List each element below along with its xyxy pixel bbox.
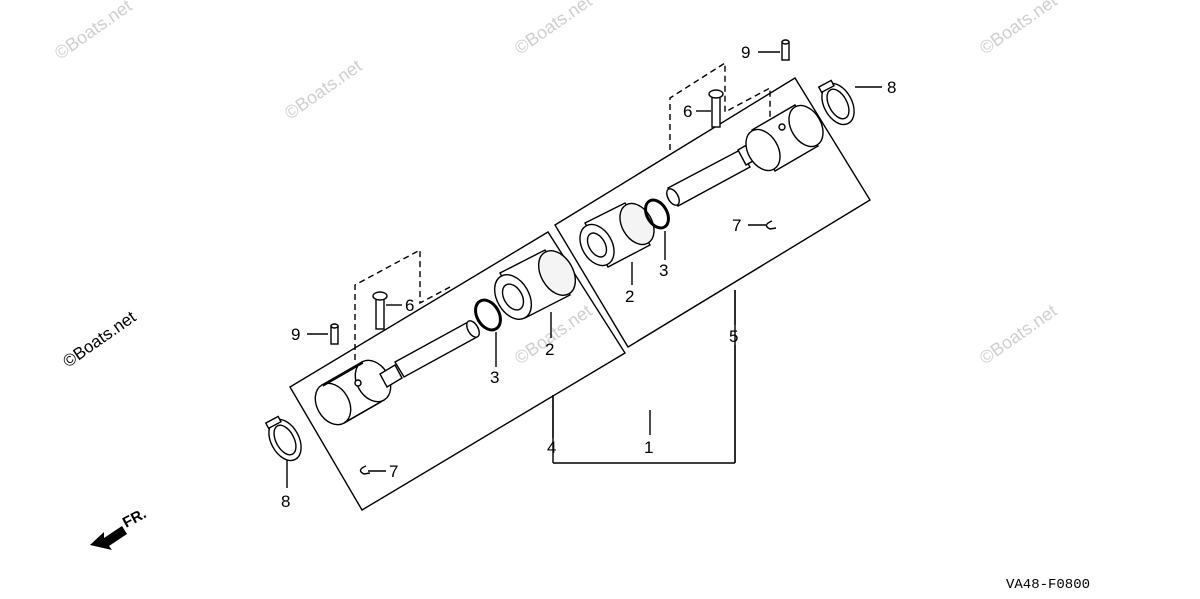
pin-6-right [708, 89, 724, 128]
ring-3-right [644, 198, 670, 230]
assembly-box-4 [289, 231, 626, 511]
watermarks: ©Boats.net ©Boats.net ©Boats.net ©Boats.… [51, 0, 1061, 371]
clip-7-right [765, 220, 777, 230]
pin-9-left [330, 323, 339, 345]
joint-housing-left [314, 359, 392, 426]
clamp-8-left [264, 415, 302, 462]
shaft-left [379, 320, 480, 388]
callout-4: 4 [547, 438, 556, 457]
callout-5: 5 [729, 327, 738, 346]
ring-3-left [474, 298, 502, 332]
callout-8-right: 8 [887, 78, 896, 97]
watermark-7: ©Boats.net [281, 56, 366, 124]
watermark-6: ©Boats.net [59, 307, 139, 371]
pin-6-left [372, 291, 388, 330]
callout-2-right: 2 [625, 287, 634, 306]
diagram-code: VA48-F0800 [1006, 577, 1090, 593]
front-direction-arrow: FR. [90, 505, 149, 550]
joint-housing-right [745, 104, 824, 172]
callout-6-left: 6 [405, 296, 414, 315]
callout-1: 1 [644, 438, 653, 457]
callout-labels: 1 2 2 3 3 4 5 6 6 7 7 8 8 9 9 [281, 43, 896, 511]
callout-3-left: 3 [490, 368, 499, 387]
boot-2-left [493, 249, 577, 320]
sub-bracket-left [354, 248, 451, 360]
watermark-1: ©Boats.net [51, 0, 136, 63]
sub-bracket-right [669, 61, 771, 150]
callout-6-right: 6 [683, 102, 692, 121]
watermark-5: ©Boats.net [976, 301, 1061, 369]
callout-7-left: 7 [389, 462, 398, 481]
callout-9-left: 9 [291, 325, 300, 344]
bracket-lines [552, 290, 736, 464]
callout-8-left: 8 [281, 492, 290, 511]
watermark-3: ©Boats.net [976, 0, 1061, 58]
clamp-8-right [817, 79, 855, 126]
callout-9-right: 9 [741, 43, 750, 62]
clip-7-left [359, 465, 371, 475]
pin-9-right [781, 39, 790, 61]
callout-7-right: 7 [732, 216, 741, 235]
boot-2-right [579, 202, 655, 268]
watermark-2: ©Boats.net [511, 0, 596, 58]
front-direction-label: FR. [120, 505, 149, 531]
callout-3-right: 3 [659, 261, 668, 280]
callout-2-left: 2 [545, 340, 554, 359]
